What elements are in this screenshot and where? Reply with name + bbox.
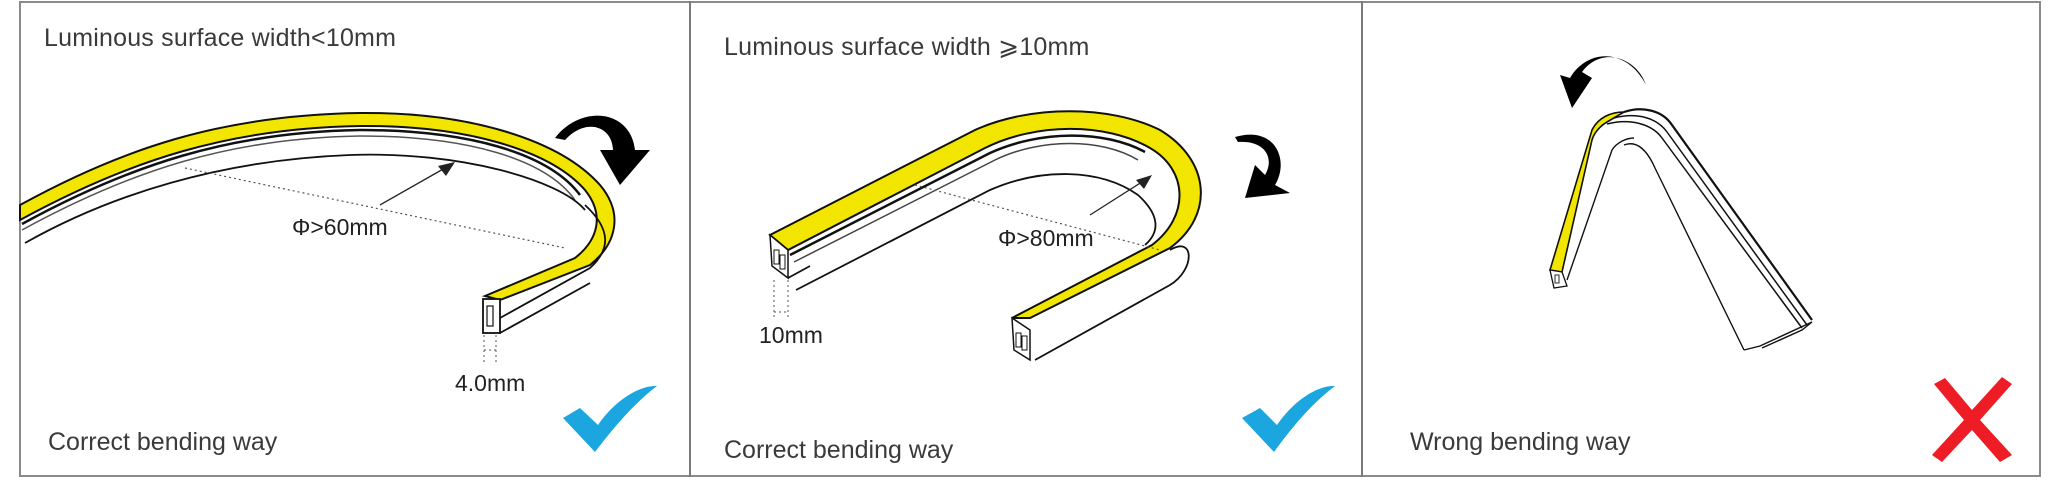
- diagram-frame: [19, 1, 2041, 477]
- panel-caption: Correct bending way: [724, 436, 954, 464]
- panel-title: Luminous surface width ⩾10mm: [724, 33, 1090, 61]
- panel-caption: Wrong bending way: [1410, 428, 1631, 456]
- panel-caption: Correct bending way: [48, 428, 278, 456]
- panel-wrong-bend: Wrong bending way: [1362, 0, 2048, 484]
- checkmark-icon: [1242, 385, 1335, 452]
- diameter-label: Φ>80mm: [998, 225, 1094, 251]
- panel-title: Luminous surface width<10mm: [44, 24, 397, 52]
- checkmark-icon: [563, 385, 657, 452]
- strip-bend-illustration: [768, 110, 1335, 452]
- panel-narrow-strip: Luminous surface width<10mm Φ>60mm 4.0mm…: [0, 0, 690, 484]
- panel-wide-strip: Luminous surface width ⩾10mm Φ>80mm 10mm…: [690, 0, 1362, 484]
- rotate-arrow-icon: [555, 115, 650, 185]
- width-label: 4.0mm: [455, 370, 526, 396]
- width-label: 10mm: [759, 322, 823, 348]
- rotate-arrow-icon: [1560, 56, 1646, 108]
- cross-icon: [1932, 377, 2012, 462]
- strip-bend-illustration: [19, 111, 657, 452]
- rotate-arrow-icon: [1235, 134, 1290, 198]
- diameter-label: Φ>60mm: [292, 214, 388, 240]
- panel-divider: [689, 1, 691, 477]
- strip-bend-illustration: [1548, 56, 2012, 462]
- panel-divider: [1361, 1, 1363, 477]
